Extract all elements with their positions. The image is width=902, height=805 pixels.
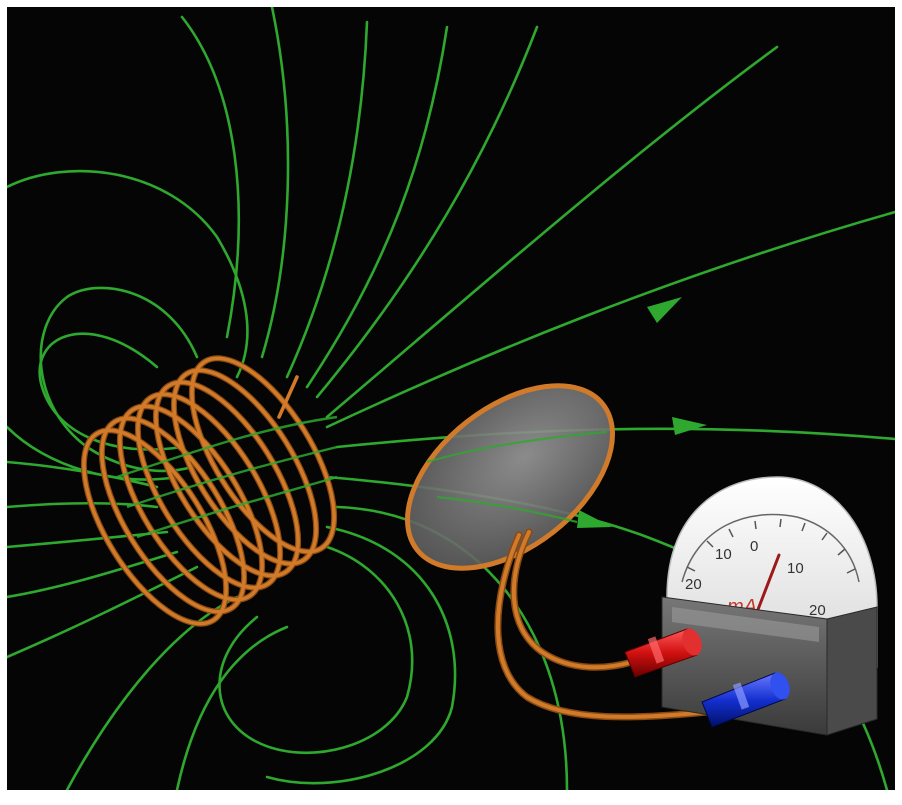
red-plug-icon xyxy=(624,628,702,678)
arrow-icon xyxy=(647,297,682,323)
tick-label-neg10: 10 xyxy=(715,546,732,563)
field-line-upper-right xyxy=(325,210,895,429)
arrow-icon xyxy=(672,417,707,435)
tick-label-pos10: 10 xyxy=(787,560,804,577)
field-line-lower-arc-4 xyxy=(265,525,457,785)
solenoid-coil-icon xyxy=(80,355,338,627)
loop-wire xyxy=(405,383,615,571)
tick-label-zero: 0 xyxy=(750,538,758,555)
field-line-sweep-1 xyxy=(180,15,241,339)
tick-label-pos20: 20 xyxy=(809,602,826,619)
field-line-lower-arc-3 xyxy=(218,545,414,755)
electromagnetic-induction-diagram: 20 10 0 10 20 mA xyxy=(7,7,895,790)
field-line-sweep-4 xyxy=(305,25,449,389)
meter-base-slot xyxy=(672,607,819,642)
field-line-left-5 xyxy=(7,565,199,659)
field-arrows xyxy=(577,297,707,528)
field-line-sweep-5 xyxy=(315,25,539,399)
galvanometer-icon: 20 10 0 10 20 mA xyxy=(661,476,878,736)
field-line-sweep-3 xyxy=(285,20,369,379)
wire-loop-icon xyxy=(405,383,615,571)
tick-label-neg20: 20 xyxy=(685,576,702,593)
field-line-sweep-2 xyxy=(260,7,290,359)
meter-scale-arc xyxy=(681,513,860,583)
meter-base-side xyxy=(826,606,878,736)
meter-ticks xyxy=(686,518,856,574)
connecting-wires xyxy=(494,528,711,721)
field-line-left-4 xyxy=(7,550,179,599)
blue-plug-icon xyxy=(701,672,790,728)
field-line-loop-3 xyxy=(7,169,249,379)
field-line-left-1 xyxy=(7,460,159,489)
field-lines xyxy=(7,7,895,790)
field-lines-through-coil xyxy=(116,415,338,539)
arrow-icon xyxy=(577,510,612,528)
field-line-loop-2 xyxy=(39,286,199,473)
meter-tick-labels: 20 10 0 10 20 xyxy=(685,538,826,619)
field-line-top-right xyxy=(325,45,779,419)
